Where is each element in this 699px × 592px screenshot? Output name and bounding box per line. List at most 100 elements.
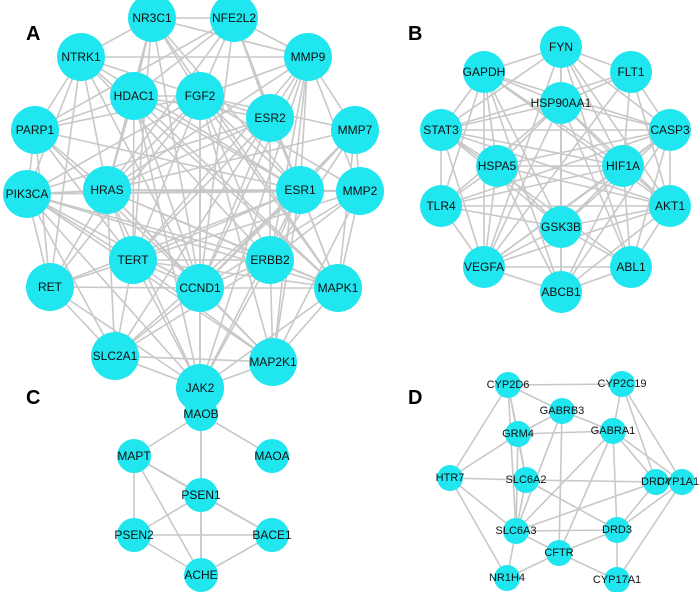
edge-d-slc6a3-drd3	[515, 529, 618, 532]
node-d-slc6a2: SLC6A2	[506, 467, 546, 493]
edge-a-mmp2-map2k1	[272, 190, 361, 363]
edge-a-esr1-jak2	[199, 189, 301, 389]
node-label: GABRA1	[591, 425, 636, 437]
node-circle	[604, 567, 630, 592]
node-a-esr2: ESR2	[246, 94, 294, 142]
node-circle	[11, 106, 59, 154]
edge-b-hspa5-abcb1	[496, 165, 562, 293]
node-circle	[609, 371, 635, 397]
node-label: MMP9	[291, 50, 326, 64]
node-circle	[91, 332, 139, 380]
edge-d-slc6a2-drd3	[525, 479, 618, 531]
node-circle	[184, 397, 218, 431]
node-circle	[600, 418, 626, 444]
node-c-psen1: PSEN1	[181, 478, 221, 512]
node-d-gabra1: GABRA1	[591, 418, 636, 444]
edge-a-pik3ca-slc2a1	[26, 193, 116, 357]
edge-b-stat3-abl1	[440, 129, 632, 268]
node-label: SLC2A1	[93, 349, 138, 363]
node-b-vegfa: VEGFA	[463, 246, 505, 288]
node-label: ACHE	[184, 568, 217, 582]
node-circle	[546, 540, 572, 566]
node-circle	[3, 170, 51, 218]
edge-b-flt1-akt1	[630, 71, 671, 207]
node-d-cyp2d6: CYP2D6	[487, 372, 529, 398]
node-circle	[57, 33, 105, 81]
edge-a-mmp7-hras	[106, 129, 356, 191]
node-b-akt1: AKT1	[649, 185, 691, 227]
node-label: ESR2	[254, 111, 286, 125]
node-b-fyn: FYN	[540, 26, 582, 68]
edge-d-cyp1a1-cyp17a1	[616, 481, 683, 581]
node-circle	[331, 106, 379, 154]
node-circle	[610, 246, 652, 288]
edge-a-fgf2-pik3ca	[26, 95, 201, 195]
node-a-mmp2: MMP2	[336, 167, 384, 215]
node-label: ABL1	[616, 260, 646, 274]
node-label: CYP1A1	[657, 476, 699, 488]
node-label: NFE2L2	[212, 11, 256, 25]
node-label: TLR4	[426, 199, 456, 213]
node-a-ccnd1: CCND1	[176, 264, 224, 312]
edge-b-fyn-stat3	[440, 46, 562, 131]
node-circle	[184, 558, 218, 592]
node-d-slc6a3: SLC6A3	[496, 518, 536, 544]
node-b-gsk3b: GSK3B	[540, 206, 582, 248]
node-circle	[513, 467, 539, 493]
node-a-mmp7: MMP7	[331, 106, 379, 154]
node-label: HSP90AA1	[531, 96, 592, 110]
node-a-map2k1: MAP2K1	[249, 338, 297, 386]
node-label: TERT	[117, 253, 149, 267]
edge-a-nfe2l2-hras	[106, 17, 235, 191]
node-circle	[184, 478, 218, 512]
node-label: HIF1A	[606, 159, 640, 173]
node-label: CCND1	[179, 281, 221, 295]
node-a-ntrk1: NTRK1	[57, 33, 105, 81]
node-a-slc2a1: SLC2A1	[91, 332, 139, 380]
node-a-fgf2: FGF2	[176, 72, 224, 120]
node-circle	[494, 565, 520, 591]
node-circle	[476, 145, 518, 187]
node-circle	[210, 0, 258, 42]
node-circle	[26, 263, 74, 311]
node-label: GAPDH	[463, 65, 506, 79]
node-label: FGF2	[185, 89, 216, 103]
node-c-psen2: PSEN2	[114, 518, 154, 552]
node-circle	[540, 26, 582, 68]
panel-letter-b: B	[408, 23, 422, 45]
node-circle	[249, 338, 297, 386]
node-label: GABRB3	[540, 405, 585, 417]
node-a-erbb2: ERBB2	[246, 236, 294, 284]
edge-a-esr2-tert	[132, 117, 271, 261]
node-label: CASP3	[650, 123, 690, 137]
node-label: DRD4	[641, 476, 671, 488]
node-a-mapk1: MAPK1	[314, 264, 362, 312]
node-c-bace1: BACE1	[252, 518, 292, 552]
node-a-nr3c1: NR3C1	[128, 0, 176, 42]
node-c-maob: MAOB	[183, 397, 219, 431]
node-d-cyp1a1: CYP1A1	[657, 469, 699, 495]
node-circle	[420, 109, 462, 151]
node-label: JAK2	[186, 381, 215, 395]
edge-a-parp1-esr1	[34, 129, 301, 191]
node-b-abl1: ABL1	[610, 246, 652, 288]
node-circle	[610, 51, 652, 93]
node-circle	[117, 518, 151, 552]
node-label: VEGFA	[464, 260, 504, 274]
node-label: CFTR	[544, 547, 573, 559]
node-label: NR3C1	[132, 11, 172, 25]
node-label: GRM4	[502, 428, 534, 440]
edge-b-stat3-hif1a	[440, 129, 624, 167]
edge-b-akt1-abcb1	[560, 205, 671, 293]
edge-a-esr2-hras	[106, 117, 271, 191]
node-label: HTR7	[436, 472, 465, 484]
node-label: FLT1	[617, 65, 644, 79]
node-circle	[540, 206, 582, 248]
node-circle	[246, 236, 294, 284]
edge-d-cyp1a1-drd3	[616, 481, 683, 531]
node-circle	[463, 51, 505, 93]
node-d-nr1h4: NR1H4	[489, 565, 525, 591]
edge-b-gapdh-gsk3b	[483, 71, 562, 228]
